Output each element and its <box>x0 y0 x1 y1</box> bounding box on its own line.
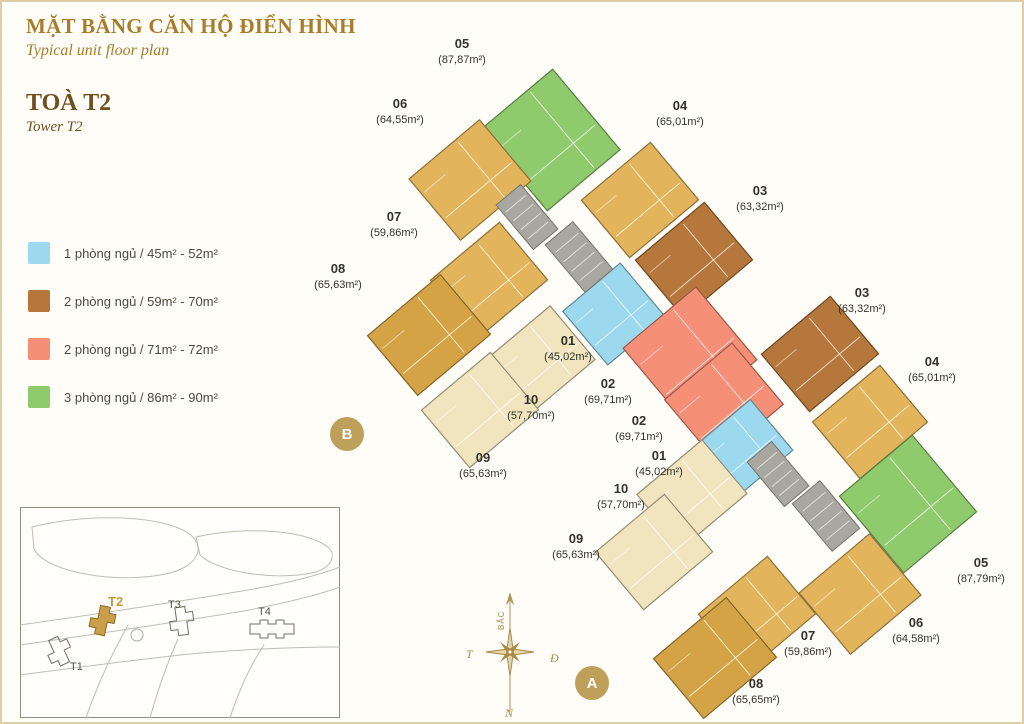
compass-arrowhead <box>506 592 514 605</box>
legend: 1 phòng ngủ / 45m² - 52m² 2 phòng ngủ / … <box>28 242 218 434</box>
compass-center <box>507 649 513 655</box>
map-label-t3: T3 <box>168 599 181 611</box>
page-header: MẶT BẰNG CĂN HỘ ĐIỂN HÌNH Typical unit f… <box>26 14 356 60</box>
legend-item-1br: 1 phòng ngủ / 45m² - 52m² <box>28 242 218 264</box>
unit-06-top <box>408 118 532 242</box>
map-buildings <box>47 604 295 667</box>
legend-label: 3 phòng ngủ / 86m² - 90m² <box>64 389 218 405</box>
legend-label: 2 phòng ngủ / 71m² - 72m² <box>64 341 218 357</box>
compass-south-label: N <box>504 706 514 720</box>
legend-item-3br: 3 phòng ngủ / 86m² - 90m² <box>28 386 218 408</box>
map-label-t2: T2 <box>108 594 123 609</box>
map-border <box>20 507 340 718</box>
stair-core-block <box>791 479 861 553</box>
page-title: MẶT BẰNG CĂN HỘ ĐIỂN HÌNH <box>26 14 356 38</box>
legend-item-2br-large: 2 phòng ngủ / 71m² - 72m² <box>28 338 218 360</box>
legend-swatch-blue <box>28 242 50 264</box>
compass-west-label: T <box>466 647 474 661</box>
map-roads <box>20 517 340 718</box>
unit-08-top <box>366 273 492 397</box>
building-t2-highlight <box>88 604 117 637</box>
unit-04-top <box>580 141 700 259</box>
unit-09-bottom <box>594 493 714 611</box>
compass-east-label: Đ <box>549 651 559 665</box>
tower-subtitle: Tower T2 <box>26 119 83 135</box>
map-roundabout <box>130 628 144 642</box>
legend-swatch-brown <box>28 290 50 312</box>
legend-swatch-green <box>28 386 50 408</box>
building-t3 <box>169 605 195 637</box>
map-label-t4: T4 <box>258 606 271 618</box>
unit-03-bottom <box>760 295 880 413</box>
stair-core-block <box>746 440 810 508</box>
location-map: T2 T3 T4 T1 <box>20 507 340 718</box>
map-label-t1: T1 <box>70 661 83 673</box>
compass-north-label: BẮC <box>497 611 506 630</box>
unit-03-top <box>634 201 754 319</box>
unit-05-bottom <box>838 434 978 574</box>
unit-08-bottom <box>652 596 778 720</box>
stair-core-block <box>544 220 614 294</box>
legend-label: 1 phòng ngủ / 45m² - 52m² <box>64 245 218 261</box>
legend-item-2br-small: 2 phòng ngủ / 59m² - 70m² <box>28 290 218 312</box>
unit-06-bottom <box>798 532 922 656</box>
building-t1 <box>47 635 72 667</box>
compass-rose: BẮC T Đ N <box>466 592 559 720</box>
tower-title: TOÀ T2 <box>26 90 112 116</box>
legend-label: 2 phòng ngủ / 59m² - 70m² <box>64 293 218 309</box>
building-t4 <box>249 619 295 639</box>
unit-09-top <box>420 351 540 469</box>
legend-swatch-salmon <box>28 338 50 360</box>
tower-heading: TOÀ T2 Tower T2 <box>26 90 111 136</box>
page-subtitle: Typical unit floor plan <box>26 42 170 59</box>
stair-core-block <box>495 183 559 251</box>
